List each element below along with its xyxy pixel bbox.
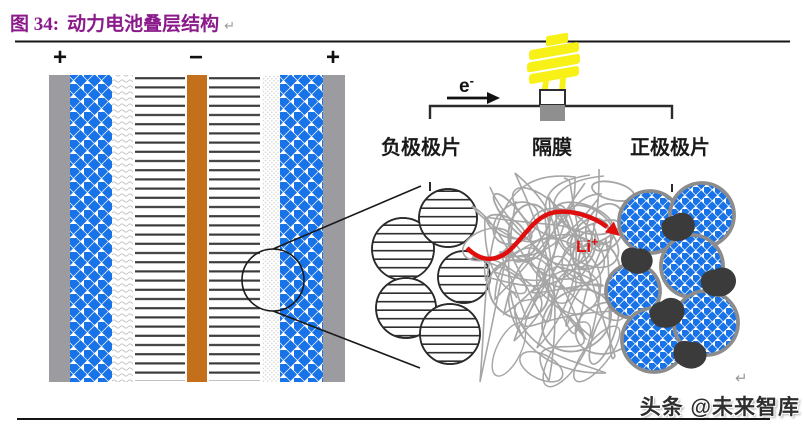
current-collector-right xyxy=(323,75,345,382)
separator-fiber-tangle xyxy=(462,168,639,388)
cathode-layer-right xyxy=(280,75,323,382)
electron-flow-arrowhead xyxy=(487,92,500,104)
figure-title-text: 动力电池叠层结构 xyxy=(67,14,220,35)
bulb-socket-top xyxy=(539,89,566,106)
li-ion-arrowhead xyxy=(604,221,620,236)
anode-layer-right xyxy=(209,76,260,381)
external-circuit: e- xyxy=(428,32,674,121)
battery-stack: + − + xyxy=(49,44,422,382)
bulb-socket-base xyxy=(540,105,565,121)
negative-electrode-label: 负极极片 xyxy=(381,135,461,159)
separator-layer-right xyxy=(262,75,280,382)
figure-number: 图 34: xyxy=(10,14,60,35)
current-collector-left xyxy=(49,75,70,382)
paragraph-return-mark-bottom: ↵ xyxy=(735,370,748,387)
lithium-ion-label: Li+ xyxy=(576,235,598,256)
terminal-minus-center: − xyxy=(189,44,203,71)
cathode-layer-left xyxy=(70,75,112,382)
separator-label: 隔膜 xyxy=(532,135,572,159)
figure-title: 图 34: 动力电池叠层结构 ↵ xyxy=(10,9,235,36)
negative-electrode-particles xyxy=(371,182,491,365)
positive-electrode-particles xyxy=(604,181,740,374)
callout-line-upper xyxy=(272,185,422,250)
lightbulb-icon xyxy=(527,32,580,121)
terminal-plus-right: + xyxy=(326,44,340,71)
paragraph-return-mark: ↵ xyxy=(224,18,235,33)
terminal-plus-left: + xyxy=(53,44,67,71)
toutiao-watermark: 头条 @未来智库 xyxy=(639,396,800,419)
copper-foil xyxy=(187,75,207,382)
positive-electrode-label: 正极极片 xyxy=(630,135,710,159)
electrode-labels: 负极极片 隔膜 正极极片 xyxy=(381,135,710,159)
li-ion-arrow-curve xyxy=(465,209,609,262)
callout-line-lower xyxy=(272,310,421,369)
lithium-ion-path: Li+ xyxy=(465,209,620,262)
electron-label: e- xyxy=(459,73,474,97)
separator-layer-left xyxy=(112,75,133,382)
anode-layer-left xyxy=(135,76,185,381)
